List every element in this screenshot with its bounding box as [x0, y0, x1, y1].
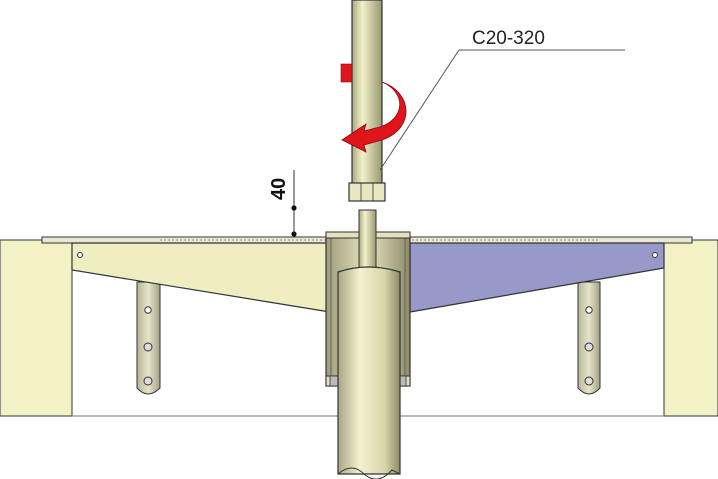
right-side-panel — [663, 239, 718, 417]
upper-rod — [348, 0, 386, 202]
left-bracket — [71, 242, 331, 313]
lower-post — [337, 266, 401, 479]
threaded-stub — [358, 209, 377, 275]
bolt-icon — [143, 376, 153, 386]
bolt-icon — [584, 342, 594, 352]
dimension-label: 40 — [268, 178, 290, 200]
bolt-icon — [144, 306, 152, 314]
left-side-panel — [0, 239, 73, 417]
hex-nut — [348, 182, 386, 202]
dimension-marker — [291, 170, 297, 237]
bolt-icon — [585, 306, 593, 314]
left-hanging-strap — [136, 281, 161, 395]
rotate-counterclockwise-arrow-icon — [340, 63, 407, 153]
bolt-icon — [143, 342, 153, 352]
right-bracket — [409, 242, 665, 313]
right-hanging-strap — [577, 281, 601, 395]
part-code-label: C20-320 — [472, 28, 545, 49]
part-code-leader — [379, 49, 625, 171]
bolt-icon — [584, 376, 594, 386]
